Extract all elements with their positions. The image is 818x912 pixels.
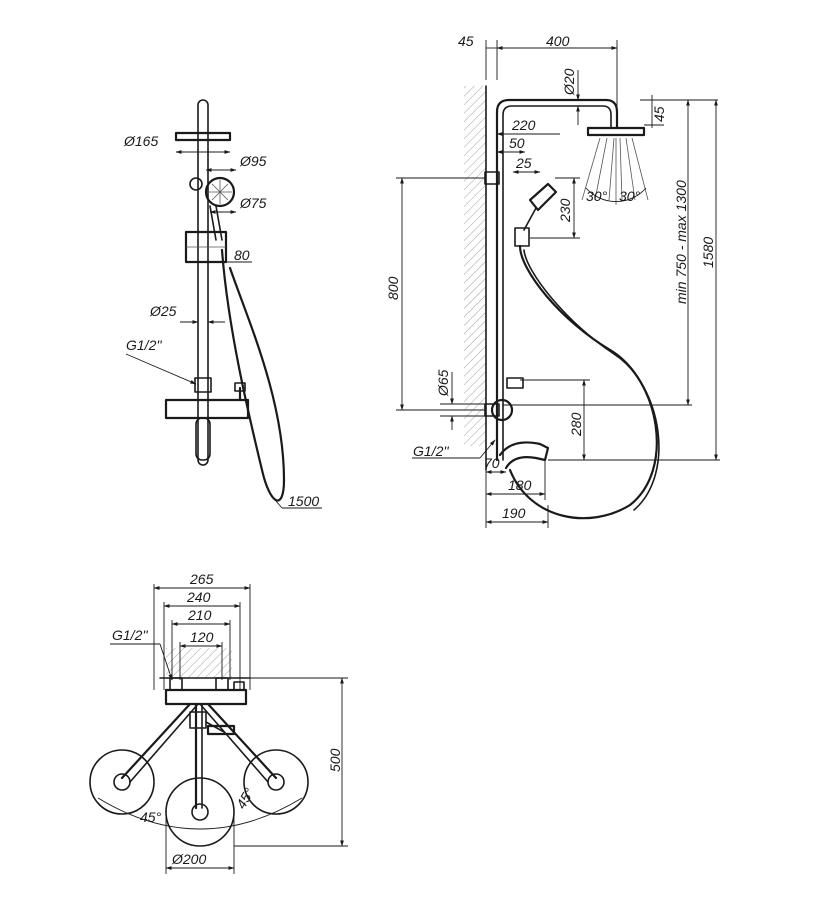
dim-label: 240 bbox=[186, 589, 211, 605]
hand-shower-nozzles bbox=[208, 180, 232, 204]
thermostat-mixer bbox=[164, 398, 250, 420]
dim-label: min 750 - max 1300 bbox=[673, 180, 689, 304]
slider-top bbox=[189, 711, 207, 729]
spray-angle-label: 30° bbox=[586, 188, 608, 204]
overhead-head-side bbox=[586, 126, 646, 137]
dim-label: 1580 bbox=[700, 237, 716, 268]
dim-label: G1/2'' bbox=[126, 337, 163, 353]
rotation-angle-label: 45° bbox=[140, 809, 162, 825]
mixer-top bbox=[164, 688, 248, 706]
dim-label: 190 bbox=[502, 505, 526, 521]
head-position-center bbox=[165, 777, 235, 847]
dim-label: 500 bbox=[327, 748, 343, 772]
head-position-left bbox=[89, 749, 155, 815]
head-position-right bbox=[243, 749, 309, 815]
dim-label: 45 bbox=[458, 33, 474, 49]
dim-label: 230 bbox=[557, 198, 573, 223]
hand-shower-side bbox=[528, 182, 558, 212]
shower-hose bbox=[220, 248, 286, 502]
spray-pattern bbox=[581, 137, 649, 205]
mixer-body-side bbox=[490, 398, 514, 422]
dim-label: 45 bbox=[651, 106, 667, 122]
dim-label: 25 bbox=[515, 155, 532, 171]
dim-label: G1/2'' bbox=[413, 443, 450, 459]
dim-label: 80 bbox=[234, 247, 250, 263]
hand-shower-top bbox=[206, 724, 236, 736]
arm-right bbox=[206, 702, 278, 780]
dim-label: Ø65 bbox=[435, 369, 451, 397]
dim-label: 50 bbox=[509, 135, 525, 151]
dim-label: 180 bbox=[508, 477, 532, 493]
spray-angle-label: 30° bbox=[619, 188, 641, 204]
side-view: 45 400 Ø20 220 45 50 25 230 30° 30° min … bbox=[385, 33, 720, 528]
dim-label: Ø95 bbox=[239, 153, 267, 169]
dim-label: Ø165 bbox=[123, 133, 158, 149]
dim-label: Ø75 bbox=[239, 195, 267, 211]
overhead-head-disc bbox=[174, 131, 232, 142]
dim-label: Ø25 bbox=[149, 303, 177, 319]
dim-label: 220 bbox=[511, 117, 536, 133]
dim-label: 210 bbox=[187, 607, 212, 623]
shower-hose-side bbox=[508, 244, 658, 520]
tub-spout bbox=[195, 417, 211, 461]
mixer-lever-side bbox=[506, 377, 524, 389]
dim-label: 1500 bbox=[288, 493, 319, 509]
riser-pipe bbox=[197, 99, 209, 466]
dim-label: Ø20 bbox=[561, 68, 577, 96]
slider-side bbox=[514, 227, 530, 247]
top-view: 265 240 210 120 G1/2'' 500 45° 45° Ø200 bbox=[89, 571, 348, 874]
front-inlet-connector bbox=[194, 377, 212, 393]
dim-label: 70 bbox=[484, 455, 500, 471]
dim-label: G1/2'' bbox=[112, 627, 149, 643]
hand-shower-hook bbox=[189, 177, 203, 191]
tub-spout-side bbox=[498, 441, 550, 470]
arm-left bbox=[120, 702, 192, 780]
wall-hatch bbox=[464, 86, 486, 446]
front-view: Ø165 Ø95 Ø75 80 Ø25 G1/2'' 1500 bbox=[123, 99, 322, 509]
top-wall-hatch bbox=[166, 648, 232, 678]
dim-label: 400 bbox=[546, 33, 570, 49]
dim-label: Ø200 bbox=[171, 851, 206, 867]
dim-label: 280 bbox=[568, 412, 584, 437]
dim-label: 800 bbox=[385, 276, 401, 300]
riser-with-arm bbox=[495, 98, 619, 462]
rotation-arc bbox=[97, 797, 303, 830]
dim-label: 265 bbox=[189, 571, 214, 587]
hand-shower-head bbox=[204, 176, 236, 208]
rotation-angle-label: 45° bbox=[233, 785, 258, 812]
dim-label: 120 bbox=[190, 629, 214, 645]
